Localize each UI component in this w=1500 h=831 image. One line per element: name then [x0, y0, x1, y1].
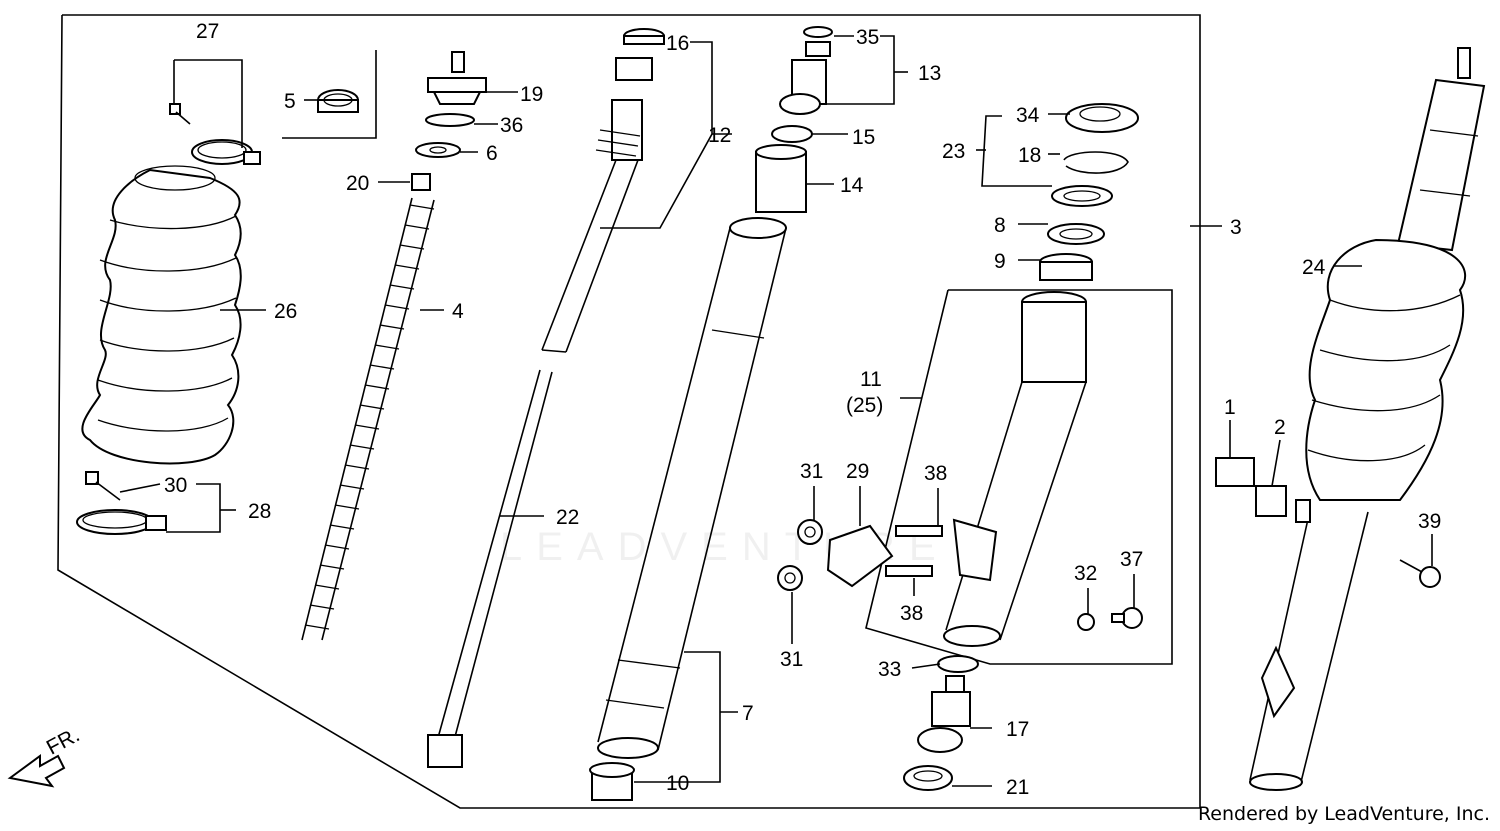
- callout-labels: 27 5 19 36 6 20 26 4 30 28 16 12 22 7 10…: [164, 20, 1441, 799]
- nut-20: [411, 173, 431, 191]
- callout-36: 36: [500, 114, 523, 137]
- callout-18: 18: [1018, 144, 1041, 167]
- callout-10: 10: [666, 772, 689, 795]
- callout-28: 28: [248, 500, 271, 523]
- stud-38b: [885, 565, 933, 577]
- callout-30: 30: [164, 474, 187, 497]
- collar-14: [755, 151, 807, 213]
- bolt-19: [427, 51, 487, 105]
- bushing-9: [1039, 253, 1093, 281]
- callout-21: 21: [1006, 776, 1029, 799]
- callout-22: 22: [556, 506, 579, 529]
- callout-27: 27: [196, 20, 219, 43]
- callout-24: 24: [1302, 256, 1326, 279]
- callout-19: 19: [520, 83, 543, 106]
- callout-11: 11: [860, 368, 882, 391]
- callout-7: 7: [742, 702, 754, 725]
- bracket-1: [1215, 457, 1255, 487]
- callout-5: 5: [284, 90, 296, 113]
- callout-39: 39: [1418, 510, 1441, 533]
- callout-31-top: 31: [800, 460, 823, 483]
- callout-12: 12: [708, 124, 731, 147]
- callout-15: 15: [852, 126, 875, 149]
- leader-lines: [119, 35, 1433, 787]
- credit-text: Rendered by LeadVenture, Inc.: [1197, 803, 1490, 825]
- bolt-27: [169, 103, 191, 125]
- bolt-39: [1399, 559, 1441, 588]
- o-ring-36: [425, 113, 475, 127]
- callout-6: 6: [486, 142, 498, 165]
- ring-15: [771, 125, 813, 143]
- seal-21: [903, 765, 953, 791]
- callout-9: 9: [994, 250, 1006, 273]
- callout-25: (25): [846, 394, 883, 417]
- nut-31b: [777, 565, 803, 591]
- washer-33: [937, 655, 979, 673]
- outer-frame: [57, 14, 1201, 809]
- bolt-30: [85, 471, 121, 501]
- clamp-28: [76, 509, 154, 535]
- callout-37: 37: [1120, 548, 1143, 571]
- valve-13: [779, 41, 831, 115]
- callout-17: 17: [1006, 718, 1029, 741]
- callout-14: 14: [840, 174, 864, 197]
- callout-2: 2: [1274, 416, 1286, 439]
- stud-38a: [895, 525, 943, 537]
- washer-6: [415, 142, 461, 158]
- oil-seal-23: [1051, 185, 1113, 207]
- slider-11: [943, 291, 1087, 647]
- callout-26: 26: [274, 300, 297, 323]
- callout-13: 13: [918, 62, 941, 85]
- drain-bolt-17: [917, 675, 971, 753]
- rod-22: [427, 369, 553, 768]
- callout-16: 16: [666, 32, 689, 55]
- callout-23: 23: [942, 140, 965, 163]
- callout-34: 34: [1016, 104, 1040, 127]
- bolt-37: [1111, 607, 1143, 629]
- seal-34: [1065, 103, 1139, 133]
- clip-18: [1063, 151, 1129, 174]
- damper-rod-12: [541, 57, 653, 353]
- washer-8: [1047, 223, 1105, 245]
- callout-38-top: 38: [924, 462, 947, 485]
- dust-boot-26: [81, 165, 242, 465]
- direction-label: FR.: [43, 723, 84, 759]
- callout-33: 33: [878, 658, 901, 681]
- callout-3: 3: [1230, 216, 1242, 239]
- front-direction-arrow: [7, 754, 66, 788]
- callout-8: 8: [994, 214, 1006, 237]
- assembled-fork-24: [1249, 47, 1486, 791]
- callout-1: 1: [1224, 396, 1236, 419]
- fork-tube-7: [597, 217, 787, 759]
- cap-29: [826, 524, 894, 588]
- callout-4: 4: [452, 300, 464, 323]
- spring-4: [301, 197, 435, 641]
- callout-31-bottom: 31: [780, 648, 803, 671]
- nut-31a: [797, 519, 823, 545]
- nut-32: [1077, 613, 1095, 631]
- callout-38-bottom: 38: [900, 602, 923, 625]
- callout-20: 20: [346, 172, 369, 195]
- callout-32: 32: [1074, 562, 1097, 585]
- callout-35: 35: [856, 26, 879, 49]
- seal-35: [803, 26, 833, 38]
- bracket-2: [1255, 485, 1287, 517]
- callout-29: 29: [846, 460, 869, 483]
- clamp-27-screw: [243, 151, 261, 165]
